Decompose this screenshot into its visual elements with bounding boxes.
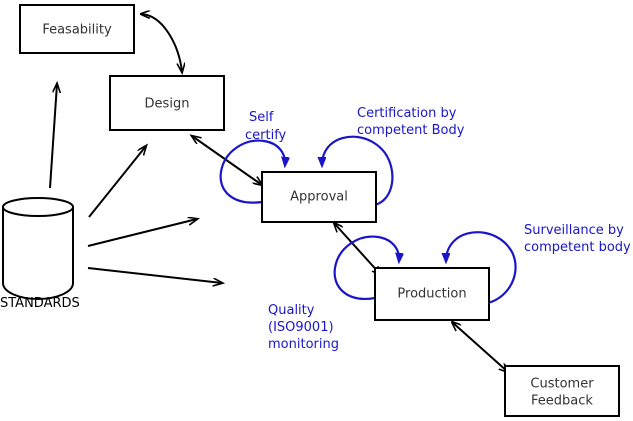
edge-standards-to-design — [88, 146, 146, 218]
node-approval-label: Approval — [290, 190, 348, 205]
annotation-certification-line2: competent Body — [357, 123, 465, 138]
node-approval[interactable]: Approval — [261, 171, 377, 223]
node-standards[interactable]: STANDARDS — [0, 197, 80, 311]
annotation-quality-line2: (ISO9001) — [268, 320, 334, 335]
edge-standards-to-feasability — [49, 84, 57, 189]
node-feasability-label: Feasability — [42, 23, 112, 38]
annotation-surveillance-by-competent-body: Surveillance by competent body — [524, 223, 631, 255]
node-feasability-shape — [19, 4, 135, 54]
edge-standards-to-production — [87, 267, 222, 283]
node-standards-label: STANDARDS — [0, 296, 80, 311]
edge-design-to-feasability — [141, 14, 182, 72]
loop-quality-monitoring — [333, 235, 399, 300]
node-design[interactable]: Design — [109, 75, 225, 131]
annotation-self-certify: Self certify — [245, 110, 287, 143]
annotation-surveillance-line1: Surveillance by — [524, 223, 624, 238]
annotation-certification-line1: Certification by — [357, 106, 457, 121]
annotation-quality-line3: monitoring — [268, 337, 339, 352]
standards-cylinder-top — [2, 197, 74, 217]
node-customer-feedback[interactable]: Customer Feedback — [504, 365, 620, 417]
node-customer-feedback-shape — [504, 365, 620, 417]
standards-cylinder-body — [2, 206, 74, 301]
annotation-certification-by-competent-body: Certification by competent Body — [357, 106, 465, 138]
node-customer-feedback-label-line2: Feedback — [531, 394, 593, 409]
edge-standards-to-approval — [87, 219, 197, 247]
annotation-surveillance-line2: competent body — [524, 240, 631, 255]
node-approval-shape — [261, 171, 377, 223]
loop-certification-by-competent-body — [322, 135, 394, 207]
loop-surveillance-by-competent-body — [446, 231, 517, 305]
loop-self-certify — [219, 139, 285, 204]
node-production-shape — [374, 267, 490, 321]
edge-approval-to-production — [334, 223, 381, 275]
annotation-quality-line1: Quality — [268, 303, 315, 318]
annotation-quality-monitoring: Quality (ISO9001) monitoring — [268, 303, 339, 352]
node-customer-feedback-label-line1: Customer — [530, 377, 594, 392]
node-production[interactable]: Production — [374, 267, 490, 321]
edge-approval-to-design — [192, 136, 262, 185]
annotation-self-certify-line1: Self — [249, 110, 274, 125]
annotation-self-certify-line2: certify — [245, 128, 287, 143]
node-feasability[interactable]: Feasability — [19, 4, 135, 54]
node-design-shape — [109, 75, 225, 131]
edge-production-to-customer-feedback — [452, 322, 508, 372]
node-production-label: Production — [397, 287, 466, 302]
node-design-label: Design — [145, 97, 190, 112]
